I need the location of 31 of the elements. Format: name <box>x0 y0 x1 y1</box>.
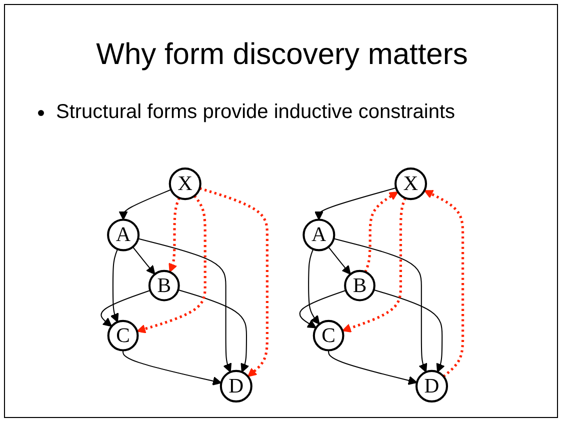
arrow <box>110 248 119 322</box>
node-circle: D <box>220 370 252 402</box>
node-circle: D <box>415 370 448 402</box>
arrow <box>374 289 445 372</box>
arrow <box>178 289 250 372</box>
arrow <box>424 190 464 378</box>
arrow <box>314 187 396 220</box>
arrow <box>118 189 172 220</box>
arrow <box>136 195 206 334</box>
bullet-text: Structural forms provide inductive constraints <box>56 101 456 123</box>
arrow <box>334 238 428 372</box>
arrow <box>132 246 156 275</box>
arrow <box>328 350 418 385</box>
node-circle: A <box>107 218 140 252</box>
arrow <box>364 192 398 273</box>
arrow <box>168 197 180 272</box>
arrow <box>308 248 320 325</box>
node-circle: C <box>107 320 139 352</box>
node-circle: B <box>148 270 180 302</box>
arrow <box>122 350 222 386</box>
slide-title: Why form discovery matters <box>95 38 469 72</box>
node-circle: X <box>168 168 202 200</box>
node-circle: C <box>312 320 344 352</box>
node-circle: X <box>394 168 428 200</box>
arrow <box>199 187 268 377</box>
arrow <box>100 290 150 327</box>
arrow <box>138 238 232 372</box>
node-circle: A <box>302 218 336 252</box>
arrow <box>328 246 351 275</box>
arrow <box>299 290 346 328</box>
node-circle: B <box>344 270 376 302</box>
